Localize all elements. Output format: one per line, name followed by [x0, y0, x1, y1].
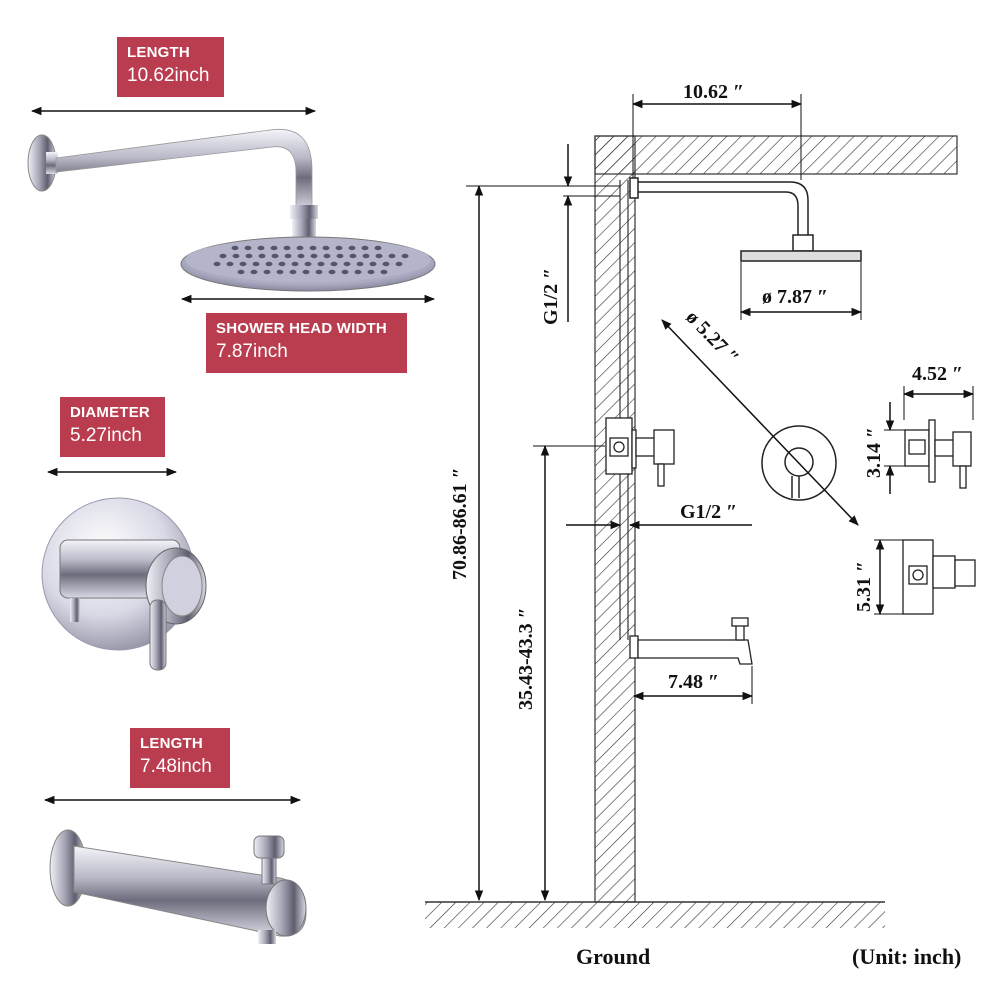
valve-side-dim-text: 5.31 ″: [853, 561, 875, 612]
shower-arm-drawing: [629, 177, 862, 262]
valve-trim-photo: [41, 497, 207, 671]
diameter-value: 5.27inch: [70, 425, 142, 446]
unit-label: (Unit: inch): [852, 944, 961, 969]
g-mid-dim-text: G1/2 ″: [680, 501, 737, 523]
nozzle-dot: [343, 261, 351, 267]
ground-hatch: [425, 902, 885, 928]
nozzle-dot: [304, 261, 312, 267]
arm-length-title: LENGTH: [127, 44, 190, 61]
nozzle-dot: [317, 261, 325, 267]
nozzle-dot: [270, 245, 278, 251]
nozzle-dot: [250, 269, 258, 275]
nozzle-dot: [395, 261, 403, 267]
nozzle-dot: [348, 245, 356, 251]
vertical-wall: [594, 135, 636, 903]
nozzle-dot: [271, 253, 279, 259]
tub-spout-photo: [49, 829, 307, 944]
nozzle-dot: [244, 245, 252, 251]
head-width-value: 7.87inch: [216, 341, 288, 362]
valve-height-dim-text: 35.43-43.3 ″: [515, 607, 537, 710]
ceiling-wall: [594, 135, 958, 175]
nozzle-dot: [297, 253, 305, 259]
nozzle-dot: [349, 253, 357, 259]
nozzle-dot: [369, 261, 377, 267]
nozzle-dot: [322, 245, 330, 251]
plate-diameter-dim-text: ø 5.27 ″: [681, 306, 743, 369]
nozzle-dot: [245, 253, 253, 259]
head-width-label: SHOWER HEAD WIDTH 7.87inch: [206, 313, 407, 373]
tub-spout-drawing: [629, 617, 753, 665]
spout-length-label: LENGTH 7.48inch: [130, 728, 230, 788]
valve-side-view-a: [904, 419, 972, 489]
head-width-title: SHOWER HEAD WIDTH: [216, 320, 387, 337]
nozzle-dot: [252, 261, 260, 267]
diameter-label: DIAMETER 5.27inch: [60, 397, 165, 457]
nozzle-dot: [257, 245, 265, 251]
ground-label: Ground: [576, 944, 650, 969]
spout-length-dim-text: 7.48 ″: [668, 671, 719, 693]
nozzle-dot: [356, 261, 364, 267]
nozzle-dot: [388, 253, 396, 259]
g-top-dim-text: G1/2 ″: [540, 268, 562, 325]
arm-length-label: LENGTH 10.62inch: [117, 37, 224, 97]
plate-diameter-dim: [661, 319, 859, 526]
nozzle-dot: [283, 245, 291, 251]
nozzle-dot: [265, 261, 273, 267]
total-height-dim-text: 70.86-86.61 ″: [449, 467, 471, 580]
nozzle-dot: [291, 261, 299, 267]
nozzle-dot: [302, 269, 310, 275]
arm-length-value: 10.62inch: [127, 65, 210, 86]
nozzle-dot: [401, 253, 409, 259]
nozzle-dot: [309, 245, 317, 251]
shower-head-photo: [180, 236, 436, 292]
nozzle-dot: [284, 253, 292, 259]
nozzle-dot: [354, 269, 362, 275]
valve-depth-dim-text: 4.52 ″: [912, 363, 963, 385]
nozzle-dot: [330, 261, 338, 267]
spout-length-title: LENGTH: [140, 735, 203, 752]
nozzle-dot: [219, 253, 227, 259]
nozzle-dot: [213, 261, 221, 267]
nozzle-dot: [276, 269, 284, 275]
nozzle-dot: [315, 269, 323, 275]
nozzle-dot: [263, 269, 271, 275]
nozzle-dot: [278, 261, 286, 267]
head-diameter-dim-text: ø 7.87 ″: [762, 286, 828, 308]
diameter-title: DIAMETER: [70, 404, 150, 421]
arm-length-dim-text: 10.62 ″: [683, 81, 744, 103]
nozzle-dot: [310, 253, 318, 259]
nozzle-dot: [361, 245, 369, 251]
nozzle-dot: [380, 269, 388, 275]
valve-side-view-b: [902, 539, 976, 615]
nozzle-dot: [374, 245, 382, 251]
nozzle-dot: [341, 269, 349, 275]
nozzle-dot: [237, 269, 245, 275]
spout-length-value: 7.48inch: [140, 756, 212, 777]
nozzle-dot: [296, 245, 304, 251]
nozzle-dot: [367, 269, 375, 275]
nozzle-dot: [289, 269, 297, 275]
nozzle-dot: [258, 253, 266, 259]
nozzle-dot: [362, 253, 370, 259]
shower-arm-photo: [27, 128, 318, 237]
nozzle-dot: [232, 253, 240, 259]
nozzle-dot: [323, 253, 331, 259]
valve-height-dim-text-2: 3.14 ″: [863, 427, 885, 478]
nozzle-dot: [231, 245, 239, 251]
nozzle-dot: [375, 253, 383, 259]
nozzle-dot: [335, 245, 343, 251]
nozzle-dot: [239, 261, 247, 267]
nozzle-dot: [336, 253, 344, 259]
nozzle-dot: [226, 261, 234, 267]
nozzle-dot: [328, 269, 336, 275]
nozzle-dot: [382, 261, 390, 267]
